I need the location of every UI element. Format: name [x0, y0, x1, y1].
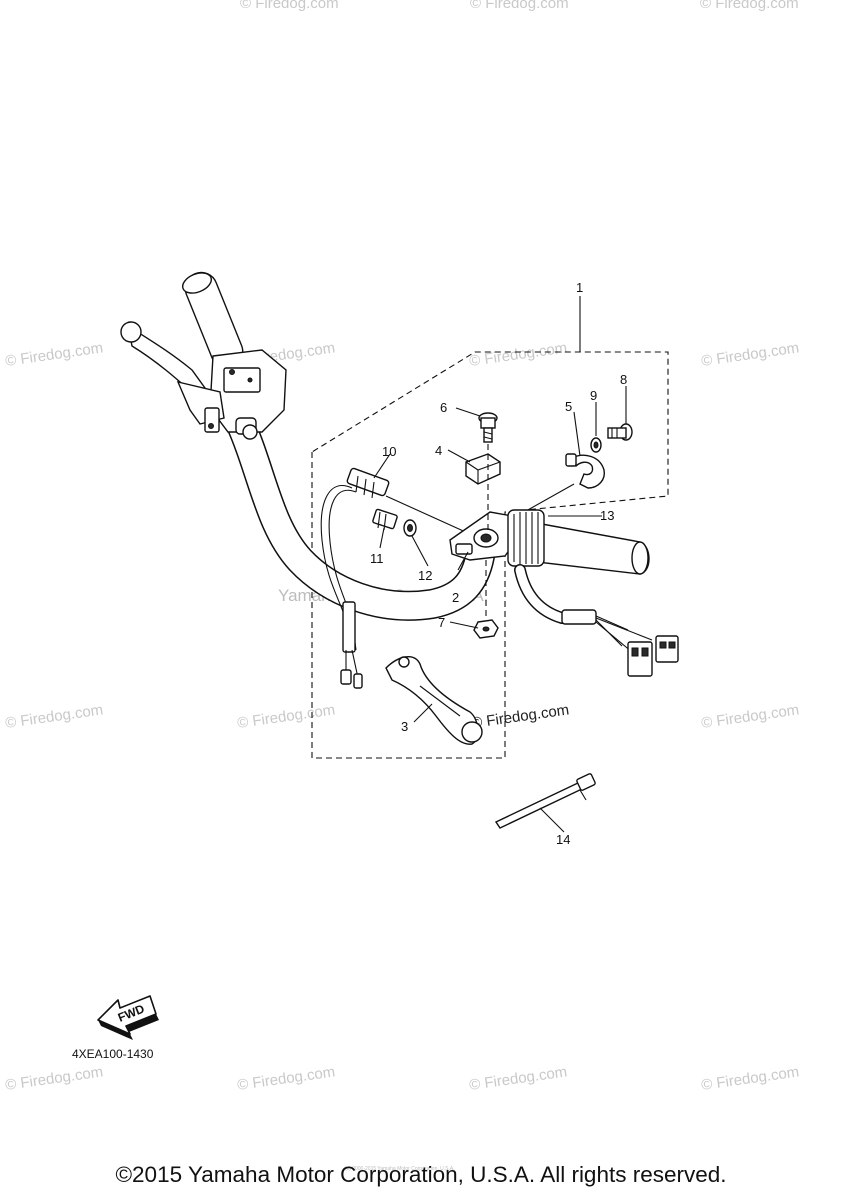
callout-3: 3: [401, 719, 408, 734]
wire-harness: [514, 564, 679, 677]
watermark: © Firedog.com: [4, 1063, 104, 1094]
watermark-dark: © Firedog.com: [470, 701, 570, 732]
callout-14: 14: [556, 832, 570, 847]
part-14-cable-tie: [494, 773, 596, 829]
callout-10: 10: [382, 444, 396, 459]
part-12-washer: [403, 519, 417, 537]
callout-9: 9: [590, 388, 597, 403]
watermark: © Firedog.com: [236, 701, 336, 732]
small-credit: (c) 2000-2015 Yamaha Motor Corporation, …: [345, 1166, 455, 1172]
watermark: © Firedog.com: [4, 701, 104, 732]
leader-lines: [373, 296, 627, 833]
callout-6: 6: [440, 400, 447, 415]
watermark: © Firedog.com: [700, 701, 800, 732]
throttle-cable: [320, 485, 353, 651]
callout-7: 7: [438, 615, 445, 630]
callout-2: 2: [452, 590, 459, 605]
callout-13: 13: [600, 508, 614, 523]
part-3-lever: [385, 656, 483, 745]
callout-4: 4: [435, 443, 442, 458]
callout-11: 11: [370, 551, 384, 566]
watermark-top-3: © Firedog.com: [700, 0, 799, 12]
part-10-adjuster: [346, 467, 471, 535]
callout-5: 5: [565, 399, 572, 414]
part-13-right-grip: [507, 509, 650, 575]
copyright-footer: ©2015 Yamaha Motor Corporation, U.S.A. A…: [115, 1162, 727, 1187]
diagram-code: 4XEA100-1430: [72, 1047, 154, 1061]
left-brake-lever: [120, 321, 225, 433]
part-7-nut: [473, 560, 499, 639]
part-4-lever-block: [465, 453, 501, 485]
fwd-arrow-icon: FWD: [97, 995, 159, 1040]
left-switch-housing: [209, 349, 287, 440]
part-11-nut: [372, 508, 398, 531]
watermark: © Firedog.com: [700, 1063, 800, 1094]
watermark-top-2: © Firedog.com: [470, 0, 569, 12]
watermark-top-1: © Firedog.com: [240, 0, 339, 12]
callout-12: 12: [418, 568, 432, 583]
top-watermarks: © Firedog.com © Firedog.com © Firedog.co…: [240, 0, 799, 12]
watermark: © Firedog.com: [236, 1063, 336, 1094]
handlebar: [223, 403, 495, 621]
callout-1: 1: [576, 280, 583, 295]
lower-wires: [340, 601, 363, 689]
callout-8: 8: [620, 372, 627, 387]
watermark: © Firedog.com: [468, 339, 568, 370]
part-9-washer: [590, 437, 602, 453]
left-grip: [181, 271, 244, 369]
part-2-throttle-housing: [449, 511, 519, 561]
watermark: © Firedog.com: [4, 339, 104, 370]
assembly-boundary: [311, 351, 669, 759]
watermark: © Firedog.com: [468, 1063, 568, 1094]
part-6-screw: [478, 412, 498, 530]
part-8-bolt: [607, 423, 633, 441]
watermark: © Firedog.com: [700, 339, 800, 370]
callouts: 1 2 3 4 5 6 7 8 9 10 11 12 13 14: [370, 280, 627, 847]
watermark-grid: © Firedog.com © Firedog.com © Firedog.co…: [4, 339, 800, 1094]
